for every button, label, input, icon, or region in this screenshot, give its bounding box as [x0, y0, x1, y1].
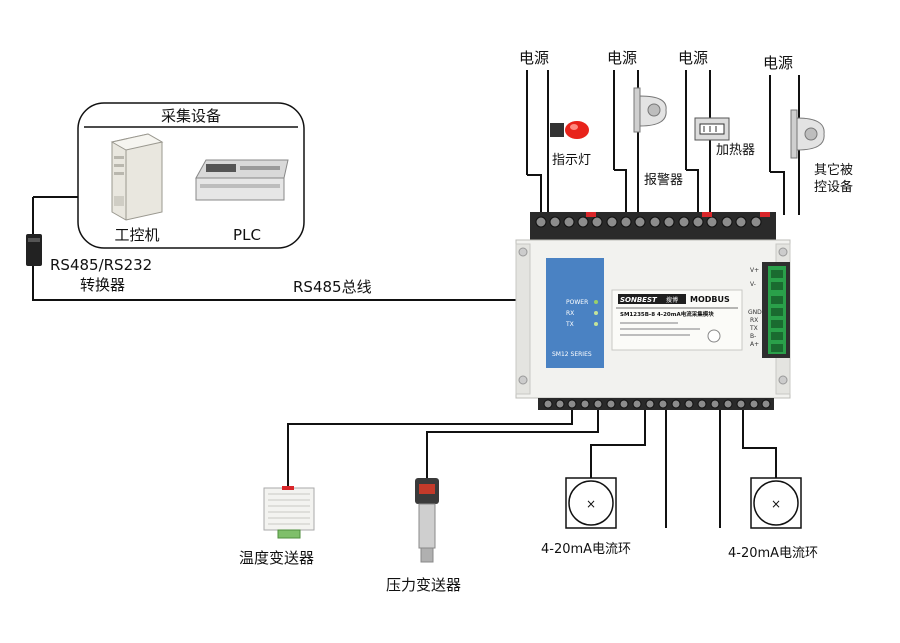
pressure-wire: [426, 408, 599, 478]
alarm-icon: [633, 87, 667, 133]
current-loop-1-icon: ×: [565, 477, 617, 529]
heater-icon: [694, 117, 730, 141]
bus-label: RS485总线: [293, 278, 372, 296]
heater-label: 加热器: [716, 143, 755, 158]
module-protocol: MODBUS: [690, 295, 730, 304]
other-device-label-2: 控设备: [814, 179, 853, 195]
terminal-gnd: GND: [748, 309, 762, 316]
svg-text:×: ×: [771, 497, 781, 511]
indicator-light-icon: [550, 121, 589, 139]
power-label-2: 电源: [607, 49, 637, 67]
current-loop-2-label: 4-20mA电流环: [728, 546, 818, 561]
loop1-wire-a: [590, 408, 646, 478]
indicator-label: 指示灯: [552, 153, 591, 168]
other-device-wire: [770, 171, 785, 215]
industrial-pc-label: 工控机: [114, 226, 159, 244]
pressure-transmitter-label: 压力变送器: [386, 576, 461, 594]
terminal-a-plus: A+: [750, 341, 759, 348]
acquisition-module: SM12 SERIES POWER RX TX SONBEST 搜博 MODBU…: [515, 212, 791, 410]
industrial-pc-icon: [110, 133, 164, 221]
terminal-b-minus: B-: [750, 333, 756, 340]
terminal-v-minus: V-: [750, 281, 756, 288]
acquisition-group: 采集设备 工控机 PLC: [77, 102, 305, 249]
svg-text:×: ×: [586, 497, 596, 511]
plc-label: PLC: [233, 226, 261, 244]
other-device-icon: [790, 109, 825, 159]
pressure-transmitter-icon: [415, 478, 439, 563]
heater-wire: [686, 169, 699, 215]
module-brand-cn: 搜博: [666, 296, 678, 304]
alarm-label: 报警器: [644, 172, 683, 188]
temperature-transmitter-icon: [263, 486, 315, 539]
led-rx: [594, 311, 598, 315]
power-label-3: 电源: [678, 49, 708, 67]
terminal-rx: RX: [750, 317, 758, 324]
module-series-label: SM12 SERIES: [552, 351, 592, 358]
other-device-label-1: 其它被: [814, 162, 853, 178]
wires: [32, 70, 800, 528]
acquisition-group-title: 采集设备: [161, 107, 221, 125]
right-terminal-screws: [771, 270, 783, 352]
alarm-wire: [614, 169, 627, 215]
bottom-terminal-screws: [543, 399, 771, 409]
temperature-transmitter-label: 温度变送器: [239, 549, 314, 567]
indicator-wire: [527, 174, 542, 215]
plc-icon: [195, 159, 289, 201]
current-loop-2-icon: ×: [750, 477, 802, 529]
terminal-v-plus: V+: [750, 267, 759, 274]
loop2-wire-b: [742, 408, 777, 478]
top-terminal-screws: [535, 216, 762, 228]
module-brand: SONBEST: [620, 296, 658, 304]
terminal-tx: TX: [749, 325, 758, 332]
temperature-wire: [287, 408, 573, 488]
current-loop-1-label: 4-20mA电流环: [541, 542, 631, 557]
led-tx-label: TX: [565, 321, 574, 328]
converter-icon: [26, 234, 42, 266]
power-label-1: 电源: [519, 49, 549, 67]
power-label-4: 电源: [763, 54, 793, 72]
led-rx-label: RX: [566, 310, 574, 317]
led-power: [594, 300, 598, 304]
converter-label-line2: 转换器: [80, 276, 125, 294]
module-model: SM1235B-8 4-20mA电流采集模块: [620, 310, 714, 318]
converter-label-line1: RS485/RS232: [50, 256, 152, 274]
led-power-label: POWER: [566, 299, 588, 306]
led-tx: [594, 322, 598, 326]
